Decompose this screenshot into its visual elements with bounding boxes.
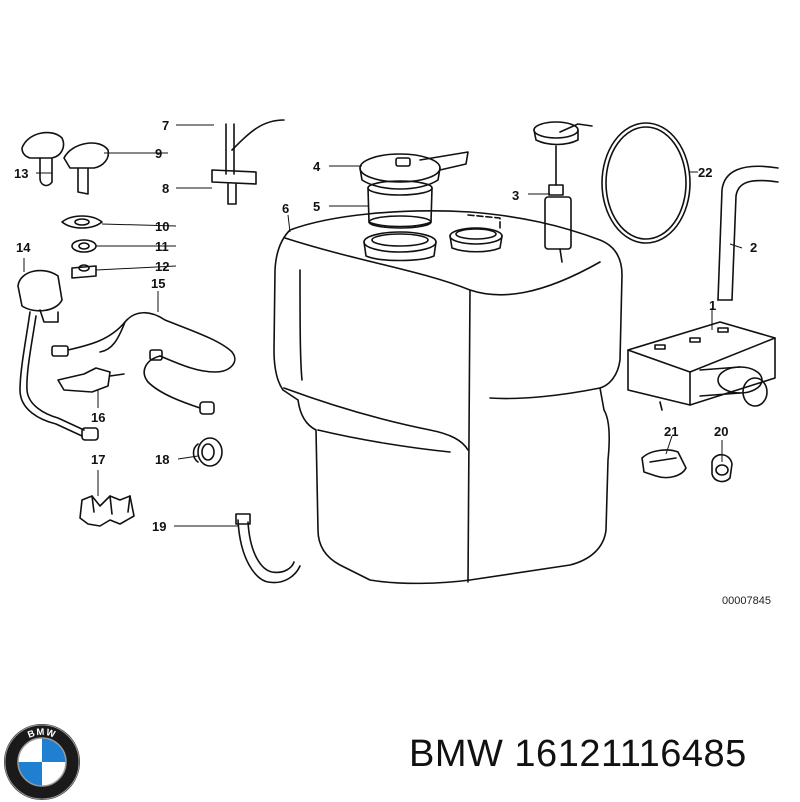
callout-8: 8 [162,181,169,196]
pump-bracket [627,321,776,411]
callout-14: 14 [16,240,31,255]
callout-11: 11 [155,239,169,254]
callout-2: 2 [750,240,757,255]
callout-16: 16 [91,410,105,425]
callout-1: 1 [709,298,716,313]
bmw-logo: BMW [4,724,80,800]
callout-6: 6 [282,201,289,216]
sealing-ring [367,180,433,229]
callout-4: 4 [313,159,321,174]
callout-7: 7 [162,118,169,133]
callout-12: 12 [155,259,169,274]
callout-15: 15 [151,276,165,291]
holder [79,495,135,527]
callout-labels: 1 2 3 4 5 6 7 8 9 10 11 12 13 14 15 16 1… [14,118,757,534]
callout-19: 19 [152,519,166,534]
heated-nozzle [17,269,99,441]
callout-3: 3 [512,188,519,203]
gasket-ring [601,122,691,244]
wiring-harness [51,311,236,415]
reservoir-cap [359,151,469,190]
callout-20: 20 [714,424,728,439]
callout-21: 21 [664,424,678,439]
grommet [192,437,223,467]
leader-lines [23,124,743,527]
callout-9: 9 [155,146,162,161]
reservoir-tank [273,210,623,585]
washer-pump [533,121,593,263]
callout-22: 22 [698,165,712,180]
reference-code: 00007845 [722,595,771,607]
callout-5: 5 [313,199,320,214]
callout-17: 17 [91,452,105,467]
spray-nozzles [21,119,285,205]
washers [61,215,103,279]
logo-lettering: BMW [26,727,57,741]
callout-18: 18 [155,452,169,467]
part-number-caption: BMW 16121116485 [409,733,747,775]
strap [235,513,301,584]
callout-13: 13 [14,166,28,181]
clip [641,449,687,479]
callout-10: 10 [155,219,169,234]
hose [717,165,779,301]
clamp [711,453,733,483]
